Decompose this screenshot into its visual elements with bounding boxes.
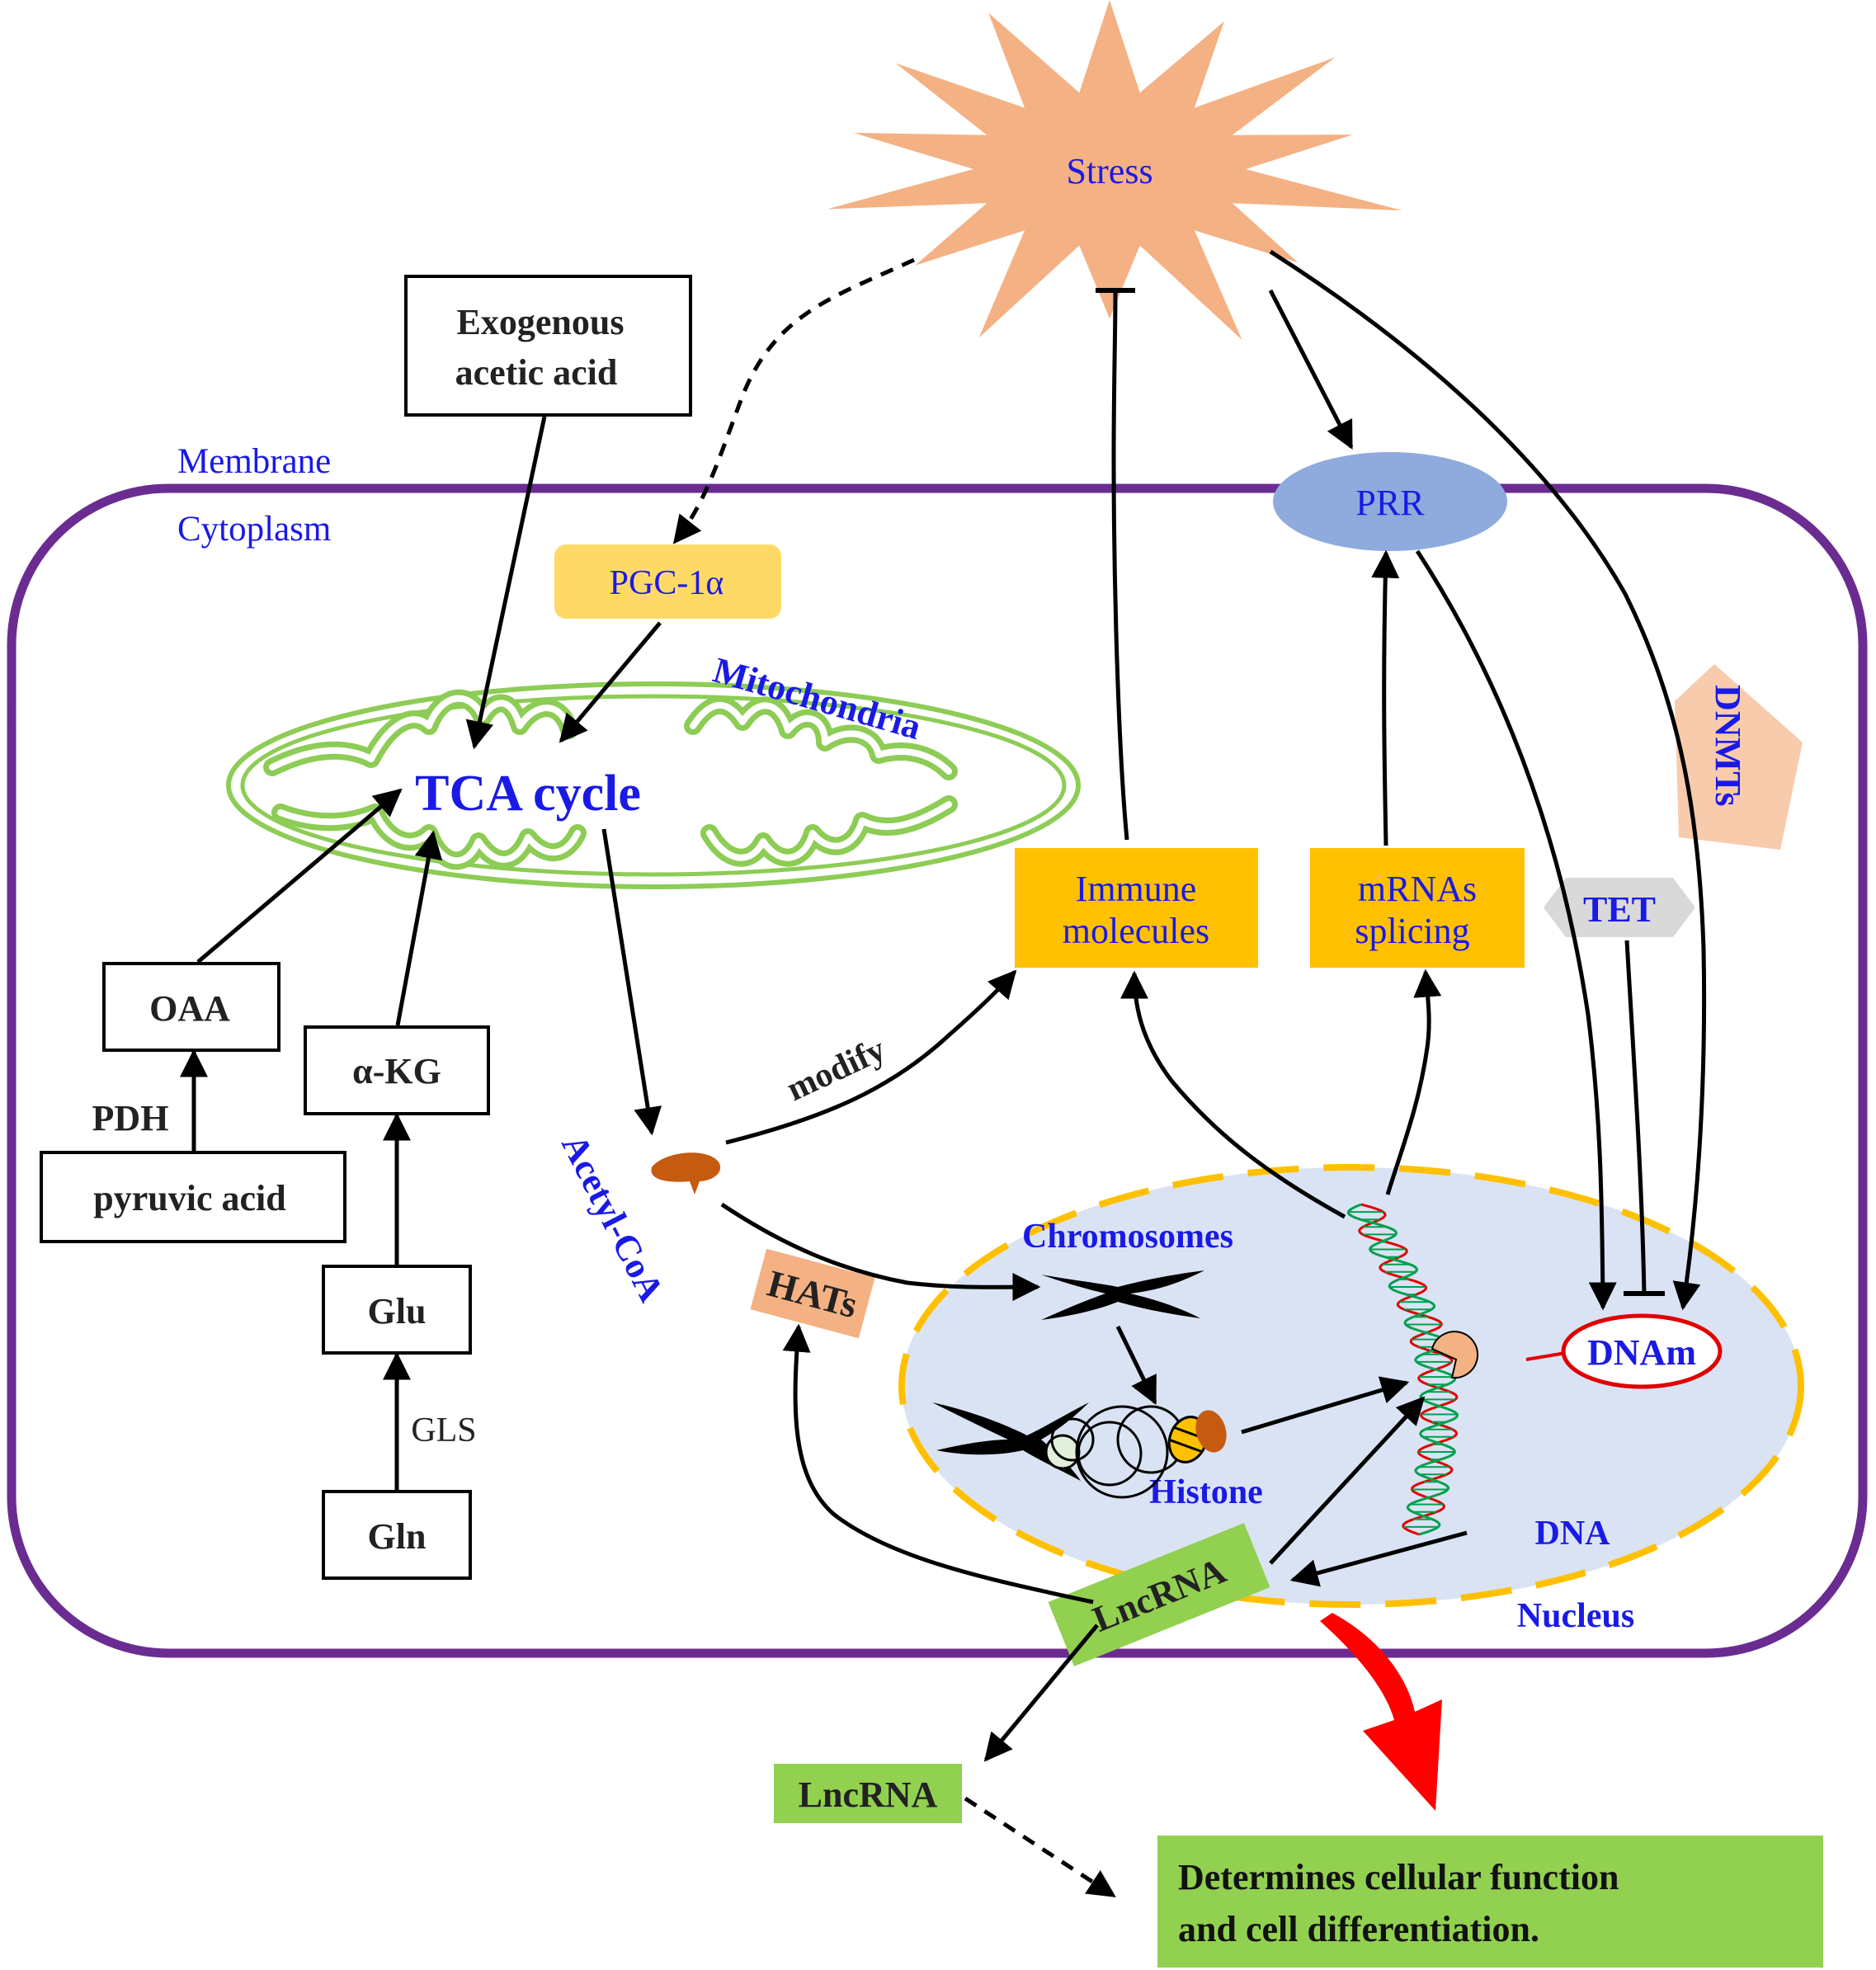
dnam-oval: DNAm bbox=[1561, 1313, 1723, 1389]
chromatin-histone bbox=[932, 1402, 1227, 1499]
svg-text:splicing: splicing bbox=[1355, 911, 1469, 951]
arrow-akg-tca bbox=[395, 830, 443, 1026]
dna-helix bbox=[1346, 1203, 1567, 1536]
nucleus: Nucleus Chromosomes Histone DNA bbox=[898, 1164, 1804, 1635]
inhibit-tet-dnam bbox=[1624, 940, 1647, 1294]
arrow-histone-dna bbox=[1241, 1376, 1410, 1435]
akg-box: α-KG bbox=[304, 1025, 490, 1115]
arrow-prr-dnam bbox=[1415, 549, 1617, 1311]
arrow-lncrna-outcome bbox=[964, 1796, 1116, 1898]
arrow-pgc-tca bbox=[559, 621, 662, 743]
arrow-mrna-prr bbox=[1371, 549, 1400, 846]
arrow-lncrna-out bbox=[983, 1624, 1099, 1762]
mitochondria: TCA cycle bbox=[226, 681, 1081, 889]
svg-text:molecules: molecules bbox=[1063, 911, 1209, 951]
dnmts-shape: DNMTs bbox=[1675, 664, 1803, 850]
histone-label: Histone bbox=[1149, 1473, 1263, 1511]
chromosome-shape bbox=[1041, 1270, 1204, 1320]
prr-receptor: PRR bbox=[1273, 452, 1507, 551]
svg-text:and cell differentiation.: and cell differentiation. bbox=[1178, 1909, 1539, 1949]
svg-text:α-KG: α-KG bbox=[352, 1051, 441, 1091]
svg-text:OAA: OAA bbox=[149, 988, 230, 1029]
arrow-acetyl-chromosomes bbox=[720, 1202, 1041, 1302]
svg-text:Determines cellular function: Determines cellular function bbox=[1178, 1857, 1619, 1897]
tca-cycle-label: TCA cycle bbox=[415, 766, 641, 822]
exogenous-acetic-acid-box: Exogenous acetic acid bbox=[404, 275, 692, 417]
cell-membrane bbox=[7, 483, 1868, 1658]
arrow-oaa-tca bbox=[196, 788, 403, 964]
inhibit-immune-stress bbox=[1111, 292, 1129, 841]
glu-box: Glu bbox=[322, 1265, 472, 1355]
membrane-label: Membrane bbox=[177, 442, 331, 481]
nucleus-label: Nucleus bbox=[1517, 1597, 1634, 1635]
arrow-dna-lncrna bbox=[1289, 1530, 1468, 1587]
dna-label: DNA bbox=[1535, 1515, 1611, 1553]
gln-box: Gln bbox=[322, 1490, 472, 1580]
arrow-dna-immune bbox=[1120, 970, 1346, 1219]
svg-text:mRNAs: mRNAs bbox=[1358, 869, 1477, 909]
svg-text:TET: TET bbox=[1583, 889, 1656, 930]
acetyl-coa-label: Acetyl-CoA bbox=[554, 1128, 672, 1308]
svg-text:Glu: Glu bbox=[368, 1291, 427, 1331]
stress-burst: Stress bbox=[827, 0, 1402, 340]
svg-text:PGC-1α: PGC-1α bbox=[610, 564, 724, 602]
arrow-lncrna-dna bbox=[1269, 1396, 1426, 1565]
oaa-box: OAA bbox=[102, 962, 280, 1052]
immune-molecules-box: Immune molecules bbox=[1015, 848, 1258, 968]
svg-text:Gln: Gln bbox=[368, 1516, 427, 1557]
arrow-stress-pgc1a bbox=[672, 257, 916, 544]
svg-text:pyruvic acid: pyruvic acid bbox=[93, 1178, 285, 1218]
acetyl-coa-shape bbox=[651, 1152, 721, 1195]
pgc1a-box: PGC-1α bbox=[554, 544, 781, 619]
lncrna-out-box: LncRNA bbox=[774, 1764, 962, 1823]
arrow-lncrna-hats bbox=[782, 1323, 1094, 1605]
arrow-acetyl-immune bbox=[725, 969, 1017, 1145]
cytoplasm-label: Cytoplasm bbox=[177, 510, 331, 549]
svg-text:DNMTs: DNMTs bbox=[1708, 685, 1748, 807]
svg-text:LncRNA: LncRNA bbox=[799, 1774, 938, 1815]
tet-shape: TET bbox=[1544, 878, 1695, 937]
svg-text:PRR: PRR bbox=[1355, 483, 1425, 523]
arrow-stress-dnam bbox=[1269, 249, 1707, 1311]
connectors bbox=[180, 249, 1707, 1898]
pdh-label: PDH bbox=[92, 1098, 169, 1138]
svg-text:acetic acid: acetic acid bbox=[455, 352, 618, 393]
mrna-splicing-box: mRNAs splicing bbox=[1310, 848, 1525, 968]
svg-text:Exogenous: Exogenous bbox=[457, 302, 625, 342]
arrow-dna-mrna bbox=[1385, 969, 1442, 1195]
stress-label: Stress bbox=[1066, 151, 1152, 191]
svg-text:DNAm: DNAm bbox=[1587, 1332, 1696, 1373]
gls-label: GLS bbox=[411, 1412, 476, 1449]
modify-label: modify bbox=[781, 1030, 892, 1109]
hats-box: HATs bbox=[750, 1248, 875, 1339]
svg-text:Immune: Immune bbox=[1076, 869, 1197, 909]
big-red-arrow bbox=[1320, 1613, 1442, 1811]
chromosomes-label: Chromosomes bbox=[1022, 1218, 1233, 1256]
arrow-chromosome-histone bbox=[1115, 1325, 1157, 1406]
arrow-exogenous-tca bbox=[465, 416, 547, 750]
pyruvic-acid-box: pyruvic acid bbox=[40, 1151, 346, 1243]
arrow-stress-prr bbox=[1268, 289, 1354, 450]
outcome-box: Determines cellular function and cell di… bbox=[1157, 1836, 1823, 1968]
arrow-tca-acetyl bbox=[601, 828, 662, 1136]
